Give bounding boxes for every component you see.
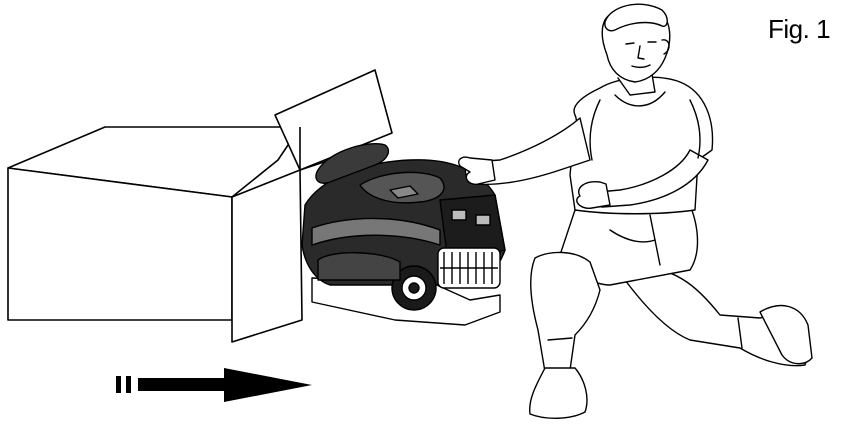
cardboard-box (7, 69, 393, 343)
figure-label: Fig. 1 (768, 14, 831, 44)
arrow-tick-2 (126, 376, 131, 393)
person-right-hand (576, 181, 611, 209)
person-left-hand (458, 156, 496, 185)
robot-brush (437, 247, 501, 289)
direction-arrow (116, 368, 312, 402)
arrow-head (224, 368, 312, 402)
arrow-shaft (138, 378, 226, 391)
box-lid-flap (274, 69, 393, 171)
kneeling-person (458, 3, 813, 419)
person-hair (604, 3, 668, 32)
person-front-leg (530, 251, 601, 373)
box-side-panel (231, 169, 303, 343)
person-front-shoe (529, 367, 588, 419)
arrow-tick-1 (116, 376, 121, 393)
robot-handle (315, 143, 390, 184)
pool-robot (301, 143, 506, 326)
person-back-shoe (759, 304, 813, 365)
